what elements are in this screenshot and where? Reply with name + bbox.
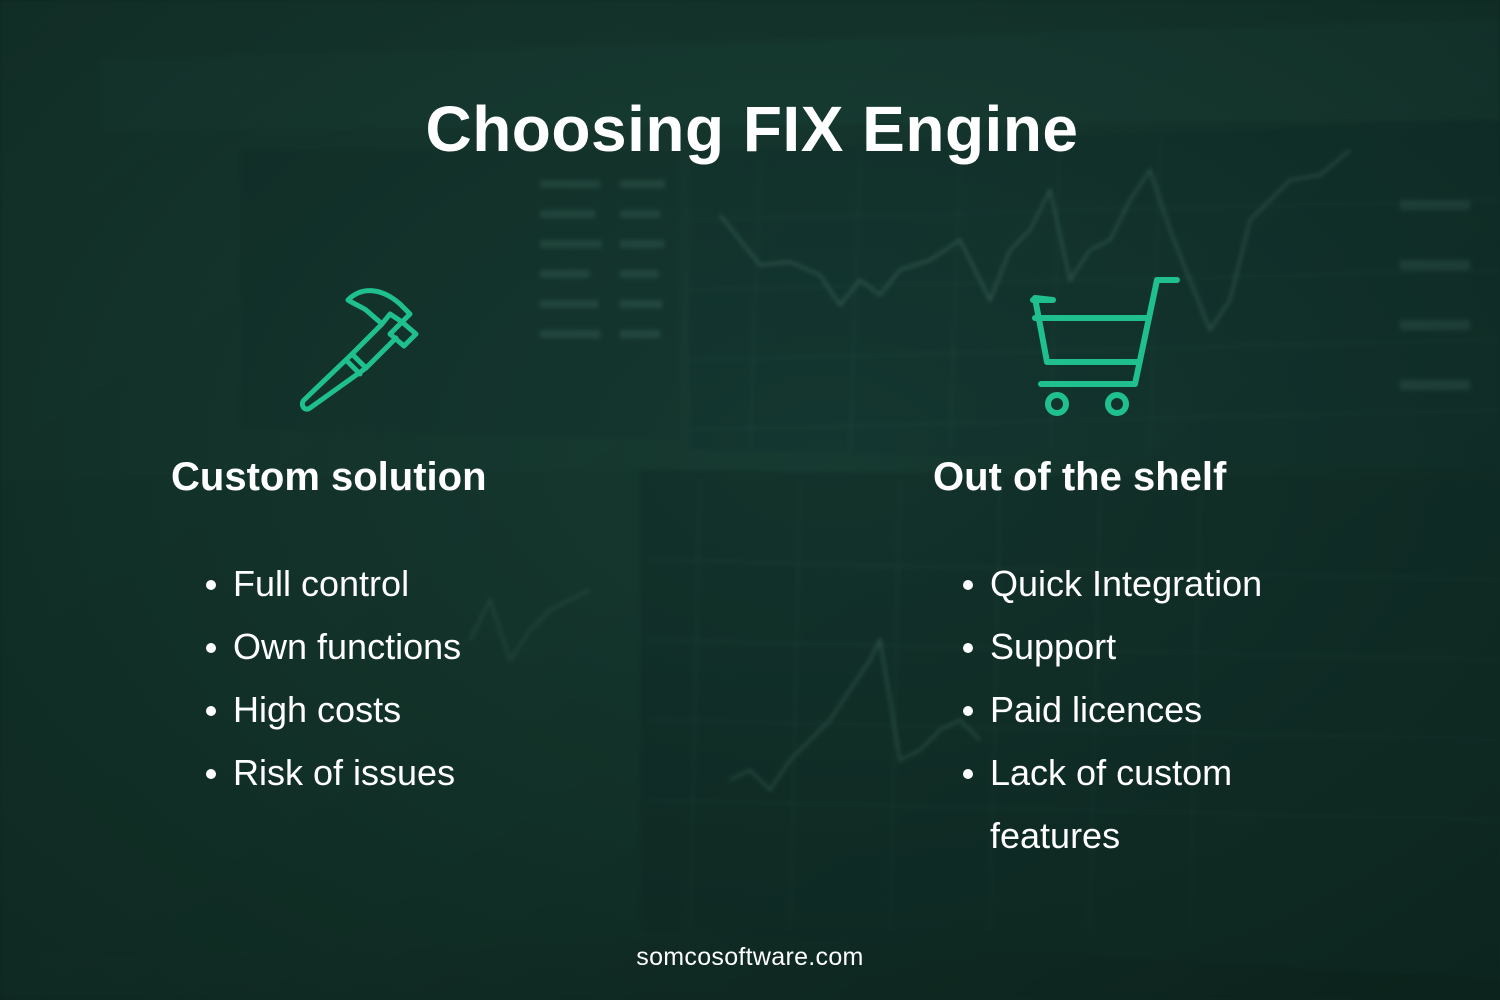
list-item: Risk of issues [203,741,543,804]
shopping-cart-icon [1025,272,1185,422]
list-item: Quick Integration [960,552,1300,615]
hammer-icon [290,280,440,420]
page-title: Choosing FIX Engine [425,93,1079,165]
list-item: Paid licences [960,678,1300,741]
custom-solution-list: Full control Own functions High costs Ri… [203,552,543,804]
out-of-the-shelf-list: Quick Integration Support Paid licences … [960,552,1300,867]
list-item: Own functions [203,615,543,678]
custom-solution-heading: Custom solution [171,455,487,499]
list-item: High costs [203,678,543,741]
footer-website: somcosoftware.com [636,943,864,971]
list-item: Lack of custom features [960,741,1300,867]
out-of-the-shelf-heading: Out of the shelf [933,455,1227,499]
list-item: Full control [203,552,543,615]
list-item: Support [960,615,1300,678]
